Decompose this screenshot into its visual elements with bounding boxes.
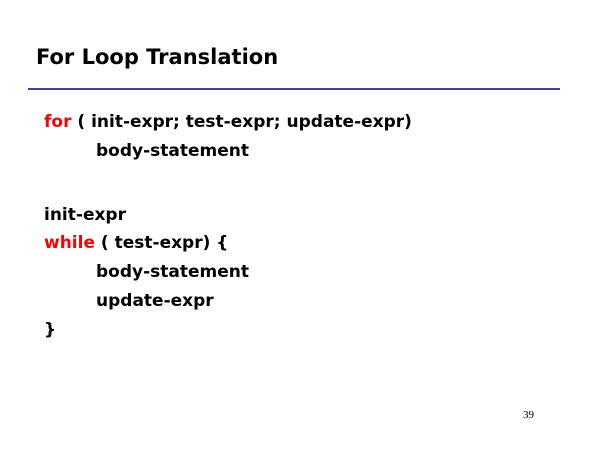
for-header-rest: ( init-expr; test-expr; update-expr)	[71, 112, 412, 132]
while-line-3: body-statement	[96, 262, 249, 282]
for-line-2: body-statement	[96, 141, 249, 161]
while-line-1: init-expr	[44, 205, 126, 225]
for-line-1: for ( init-expr; test-expr; update-expr)	[44, 112, 412, 132]
while-line-4: update-expr	[96, 291, 214, 311]
title-underline	[28, 88, 560, 90]
while-line-2: while ( test-expr) {	[44, 233, 228, 253]
slide-title: For Loop Translation	[36, 45, 279, 69]
page-number: 39	[523, 409, 534, 421]
for-keyword: for	[44, 112, 72, 132]
while-line-5: }	[44, 320, 57, 340]
while-keyword: while	[44, 233, 95, 253]
while-header-rest: ( test-expr) {	[95, 233, 229, 253]
